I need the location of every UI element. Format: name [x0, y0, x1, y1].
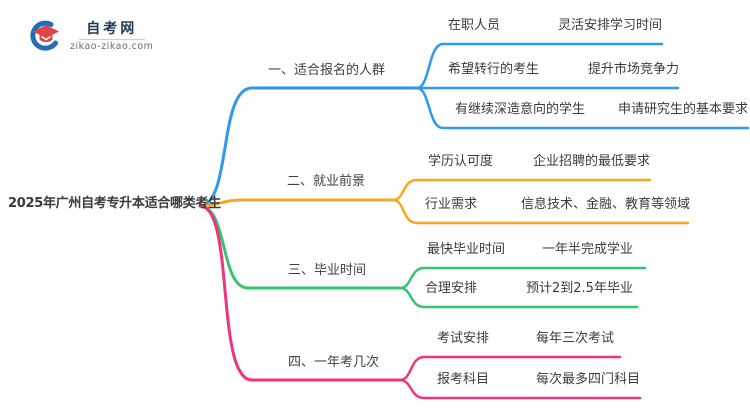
- branch1-child3-value[interactable]: 申请研究生的基本要求: [618, 102, 749, 117]
- branch1-child1-value[interactable]: 灵活安排学习时间: [558, 18, 663, 33]
- branch4-child1-key[interactable]: 考试安排: [437, 331, 490, 346]
- branch2-child1-key[interactable]: 学历认可度: [428, 154, 494, 169]
- root-topic[interactable]: 2025年广州自考专升本适合哪类考生: [8, 196, 221, 211]
- logo-domain: zikao-zikao.com: [70, 40, 154, 52]
- branch3-label[interactable]: 三、毕业时间: [288, 263, 367, 278]
- logo-separator: [78, 38, 145, 40]
- branch2-child2-value[interactable]: 信息技术、金融、教育等领域: [521, 197, 691, 212]
- graduation-cap-icon: [30, 20, 59, 51]
- branch3-child2-value[interactable]: 预计2到2.5年毕业: [526, 281, 633, 296]
- site-logo: 自考网 zikao-zikao.com: [30, 20, 153, 52]
- branch1-child1-key[interactable]: 在职人员: [448, 18, 501, 33]
- branch1-child2-key[interactable]: 希望转行的考生: [448, 62, 540, 77]
- logo-title: 自考网: [86, 20, 138, 37]
- branch1-child3-key[interactable]: 有继续深造意向的学生: [455, 102, 586, 117]
- branch4-child2-key[interactable]: 报考科目: [437, 372, 490, 387]
- branch3-child1-key[interactable]: 最快毕业时间: [427, 242, 506, 257]
- branch4-label[interactable]: 四、一年考几次: [288, 355, 380, 370]
- branch3-child2-key[interactable]: 合理安排: [425, 281, 478, 296]
- branch4-child1-value[interactable]: 每年三次考试: [536, 331, 615, 346]
- branch2-lines: [198, 178, 690, 225]
- branch2-label[interactable]: 二、就业前景: [287, 174, 366, 189]
- branch1-label[interactable]: 一、适合报名的人群: [268, 63, 386, 78]
- branch1-lines: [198, 42, 750, 208]
- branch3-child1-value[interactable]: 一年半完成学业: [542, 242, 634, 257]
- branch1-child2-value[interactable]: 提升市场竞争力: [588, 62, 680, 77]
- branch2-child1-value[interactable]: 企业招聘的最低要求: [533, 154, 651, 169]
- branch2-child2-key[interactable]: 行业需求: [425, 197, 478, 212]
- branch4-lines: [198, 204, 642, 400]
- branch4-child2-value[interactable]: 每次最多四门科目: [536, 372, 641, 387]
